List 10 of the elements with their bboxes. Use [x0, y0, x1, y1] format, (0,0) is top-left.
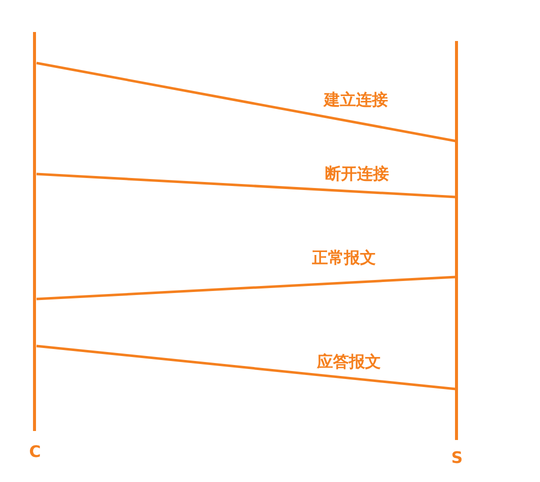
edge-label: 断开连接	[324, 165, 390, 183]
lifeline-label: S	[450, 449, 464, 467]
edge-label: 正常报文	[311, 249, 377, 267]
edge-label: 建立连接	[323, 91, 389, 109]
message-line	[36, 62, 456, 142]
message-line	[36, 344, 456, 390]
edge-label: 应答报文	[316, 353, 382, 371]
message-line	[36, 276, 456, 300]
message-line	[36, 172, 456, 198]
lifeline-label: C	[28, 443, 42, 461]
